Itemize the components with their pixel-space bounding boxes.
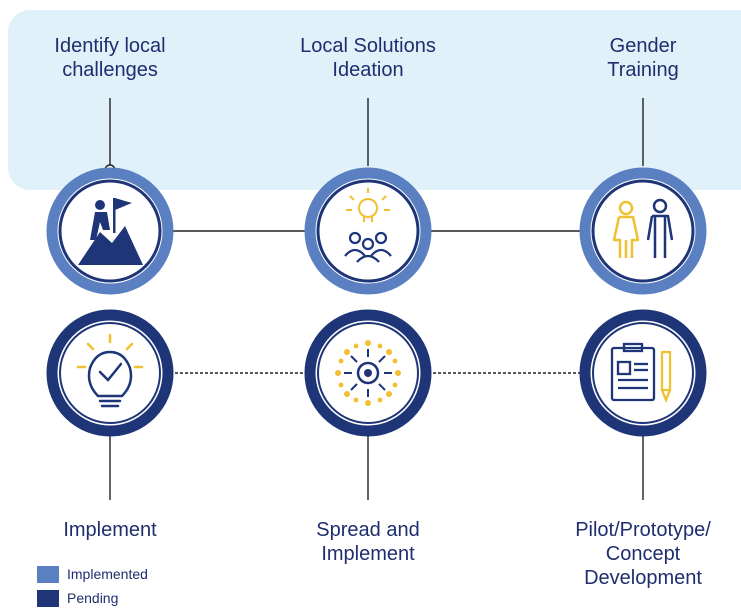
clipboard-pencil-icon	[610, 342, 672, 404]
legend-item-pending: Pending	[37, 586, 148, 610]
step-node-pilot	[579, 309, 707, 437]
climber-flag-icon	[78, 198, 143, 265]
lightbulb-group-icon	[344, 188, 392, 263]
connectors	[104, 98, 644, 500]
step-node-implement	[46, 309, 174, 437]
legend-item-implemented: Implemented	[37, 562, 148, 586]
step-label-implement: Implement	[63, 519, 157, 541]
legend-swatch-pending	[37, 589, 59, 607]
step-label-spread: Spread and Implement	[316, 519, 420, 565]
step-node-ideation	[304, 167, 432, 295]
legend-swatch-implemented	[37, 565, 59, 583]
radiating-target-icon	[335, 340, 401, 406]
step-label-identify: Identify local challenges	[54, 35, 166, 81]
step-label-gender: Gender Training	[607, 35, 679, 81]
woman-man-icon	[612, 198, 674, 258]
lightbulb-check-icon	[76, 333, 144, 408]
legend-label: Implemented	[67, 566, 148, 582]
legend: Implemented Pending	[37, 562, 148, 610]
node-inner-ring	[58, 179, 162, 283]
step-label-ideation: Local Solutions Ideation	[300, 35, 436, 81]
step-node-gender	[579, 167, 707, 295]
legend-label: Pending	[67, 590, 119, 606]
step-label-pilot: Pilot/Prototype/ Concept Development	[575, 519, 711, 589]
step-node-identify	[46, 167, 174, 295]
step-node-spread	[304, 309, 432, 437]
background-panel	[8, 10, 741, 190]
